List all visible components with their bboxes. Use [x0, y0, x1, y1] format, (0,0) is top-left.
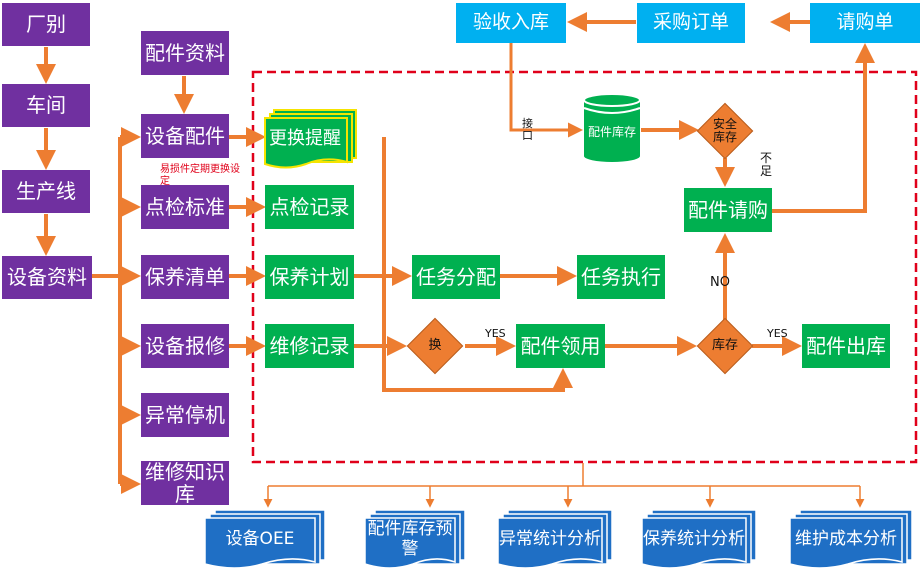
parts-data-node: 配件资料 [141, 31, 229, 75]
wear-parts-note: 易损件定期更换设定 [160, 164, 240, 187]
task-assignment-node: 任务分配 [412, 255, 500, 299]
parts-purchase-request-node: 配件请购 [684, 188, 772, 232]
equipment-data-node: 设备资料 [2, 256, 92, 299]
report-inventory-label: 配件库存预警 [367, 519, 453, 559]
report-oee-label: 设备OEE [225, 529, 295, 550]
purchase-order-node: 采购订单 [637, 3, 745, 43]
maintenance-plan-node: 保养计划 [265, 255, 354, 299]
abnormal-shutdown-node: 异常停机 [141, 393, 229, 437]
report-doc-maintenance [641, 509, 757, 569]
interface-label: 接口 [522, 117, 533, 143]
replace-reminder-stack [264, 109, 357, 169]
inspection-record-node: 点检记录 [265, 185, 354, 229]
equipment-parts-node: 设备配件 [141, 114, 229, 158]
report-cost-label: 维护成本分析 [795, 529, 897, 550]
report-doc-abnormal [497, 509, 613, 569]
replace-decision-label: 换 [428, 337, 442, 353]
safety-stock-label: 安全库存 [712, 116, 737, 144]
report-abnormal-label: 异常统计分析 [499, 529, 601, 550]
repair-knowledge-node: 维修知识库 [141, 460, 229, 505]
no-label-stock: NO [710, 275, 730, 290]
insufficient-label: 不足 [760, 151, 773, 179]
parts-outbound-node: 配件出库 [802, 324, 890, 368]
workshop-node: 车间 [2, 84, 90, 127]
report-documents [204, 509, 913, 569]
stock-decision-label: 库存 [712, 337, 739, 353]
report-doc-oee [204, 509, 326, 569]
production-line-node: 生产线 [2, 170, 90, 213]
inspection-storage-node: 验收入库 [456, 3, 566, 43]
report-doc-inventory [364, 509, 466, 569]
report-maintenance-label: 保养统计分析 [643, 529, 745, 550]
yes-label-stock: YES [767, 327, 788, 340]
parts-inventory-label: 配件库存 [587, 124, 636, 139]
equipment-repair-node: 设备报修 [141, 324, 229, 368]
parts-requisition-node: 配件领用 [516, 324, 605, 368]
purchase-request-order-node: 请购单 [810, 3, 920, 43]
parts-inventory-cylinder [583, 93, 641, 162]
report-doc-cost [789, 509, 913, 569]
task-execution-node: 任务执行 [577, 255, 665, 299]
inspection-standard-node: 点检标准 [141, 185, 229, 229]
factory-node: 厂别 [2, 3, 90, 46]
maintenance-list-node: 保养清单 [141, 255, 229, 299]
replace-reminder-node: 更换提醒 [269, 127, 341, 149]
yes-label-replace: YES [485, 327, 506, 340]
repair-record-node: 维修记录 [265, 324, 354, 368]
